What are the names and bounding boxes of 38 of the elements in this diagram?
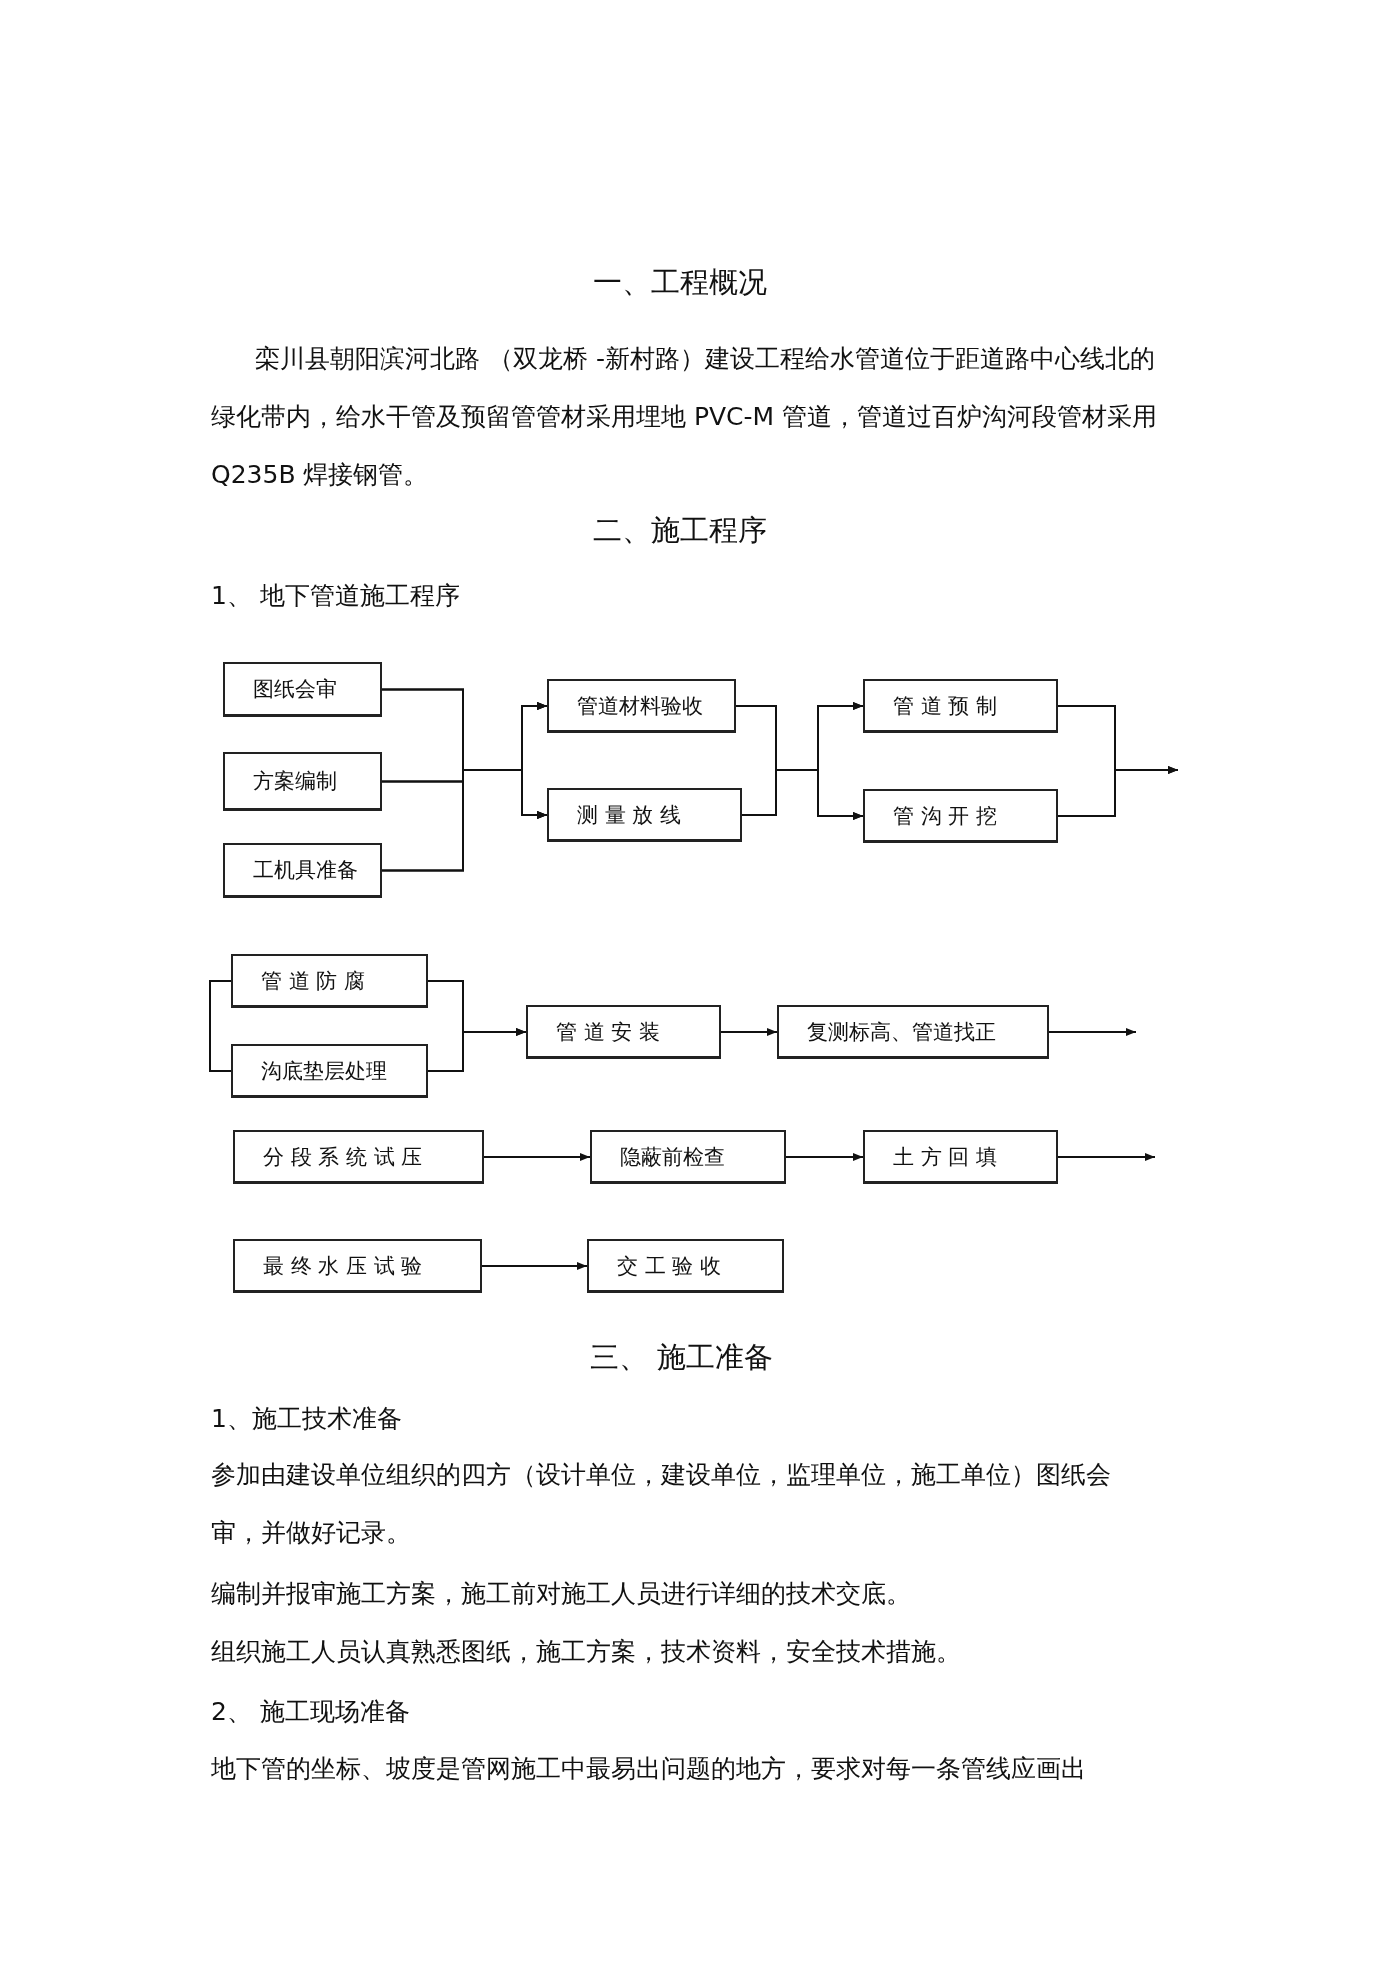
process-box: 沟底垫层处理: [231, 1044, 428, 1098]
paragraph: 组织施工人员认真熟悉图纸，施工方案，技术资料，安全技术措施。: [211, 1636, 961, 1668]
paragraph: 编制并报审施工方案，施工前对施工人员进行详细的技术交底。: [211, 1578, 911, 1610]
arrow: [720, 1028, 778, 1036]
arrow: [381, 769, 548, 872]
process-box: 交 工 验 收: [587, 1239, 784, 1293]
process-box: 管 道 安 装: [526, 1005, 721, 1059]
process-box: 分 段 系 统 试 压: [233, 1130, 484, 1184]
arrow: [1048, 1028, 1137, 1036]
paragraph: 地下管的坐标、坡度是管网施工中最易出问题的地方，要求对每一条管线应画出: [211, 1753, 1086, 1785]
process-box: 测 量 放 线: [547, 788, 742, 842]
process-box: 管 道 防 腐: [231, 954, 428, 1008]
process-box: 隐蔽前检查: [590, 1130, 786, 1184]
process-box: 图纸会审: [223, 662, 382, 717]
arrow: [1057, 766, 1179, 817]
arrow: [741, 769, 864, 820]
section-heading: 一、工程概况: [593, 266, 767, 298]
process-box: 管 沟 开 挖: [863, 789, 1058, 843]
process-box: 工机具准备: [223, 843, 382, 898]
process-box: 土 方 回 填: [863, 1130, 1058, 1184]
process-box: 管道材料验收: [547, 679, 736, 733]
process-box: 管 道 预 制: [863, 679, 1058, 733]
process-box: 复测标高、管道找正: [777, 1005, 1049, 1059]
section-heading: 三、 施工准备: [590, 1341, 774, 1373]
arrow: [427, 1028, 527, 1072]
arrow: [1057, 1153, 1156, 1161]
arrow: [785, 1153, 864, 1161]
arrow: [483, 1153, 591, 1161]
process-box: 方案编制: [223, 752, 382, 811]
paragraph: 参加由建设单位组织的四方（设计单位，建设单位，监理单位，施工单位）图纸会审，并做好记录。: [211, 1459, 1112, 1549]
subheading: 1、施工技术准备: [211, 1403, 402, 1435]
arrow: [481, 1262, 588, 1270]
section-heading: 二、施工程序: [593, 514, 767, 546]
connector-line: [209, 980, 232, 1072]
paragraph: 栾川县朝阳滨河北路 （双龙桥 -新村路）建设工程给水管道位于距道路中心线北的绿化带内，给水干管及预留管管材采用埋地 PVC-M 管道，管道过百炉沟河段管材采用 Q235B 焊接钢管。: [211, 343, 1159, 491]
subheading: 1、 地下管道施工程序: [211, 580, 460, 612]
process-box: 最 终 水 压 试 验: [233, 1239, 482, 1293]
subheading: 2、 施工现场准备: [211, 1696, 410, 1728]
